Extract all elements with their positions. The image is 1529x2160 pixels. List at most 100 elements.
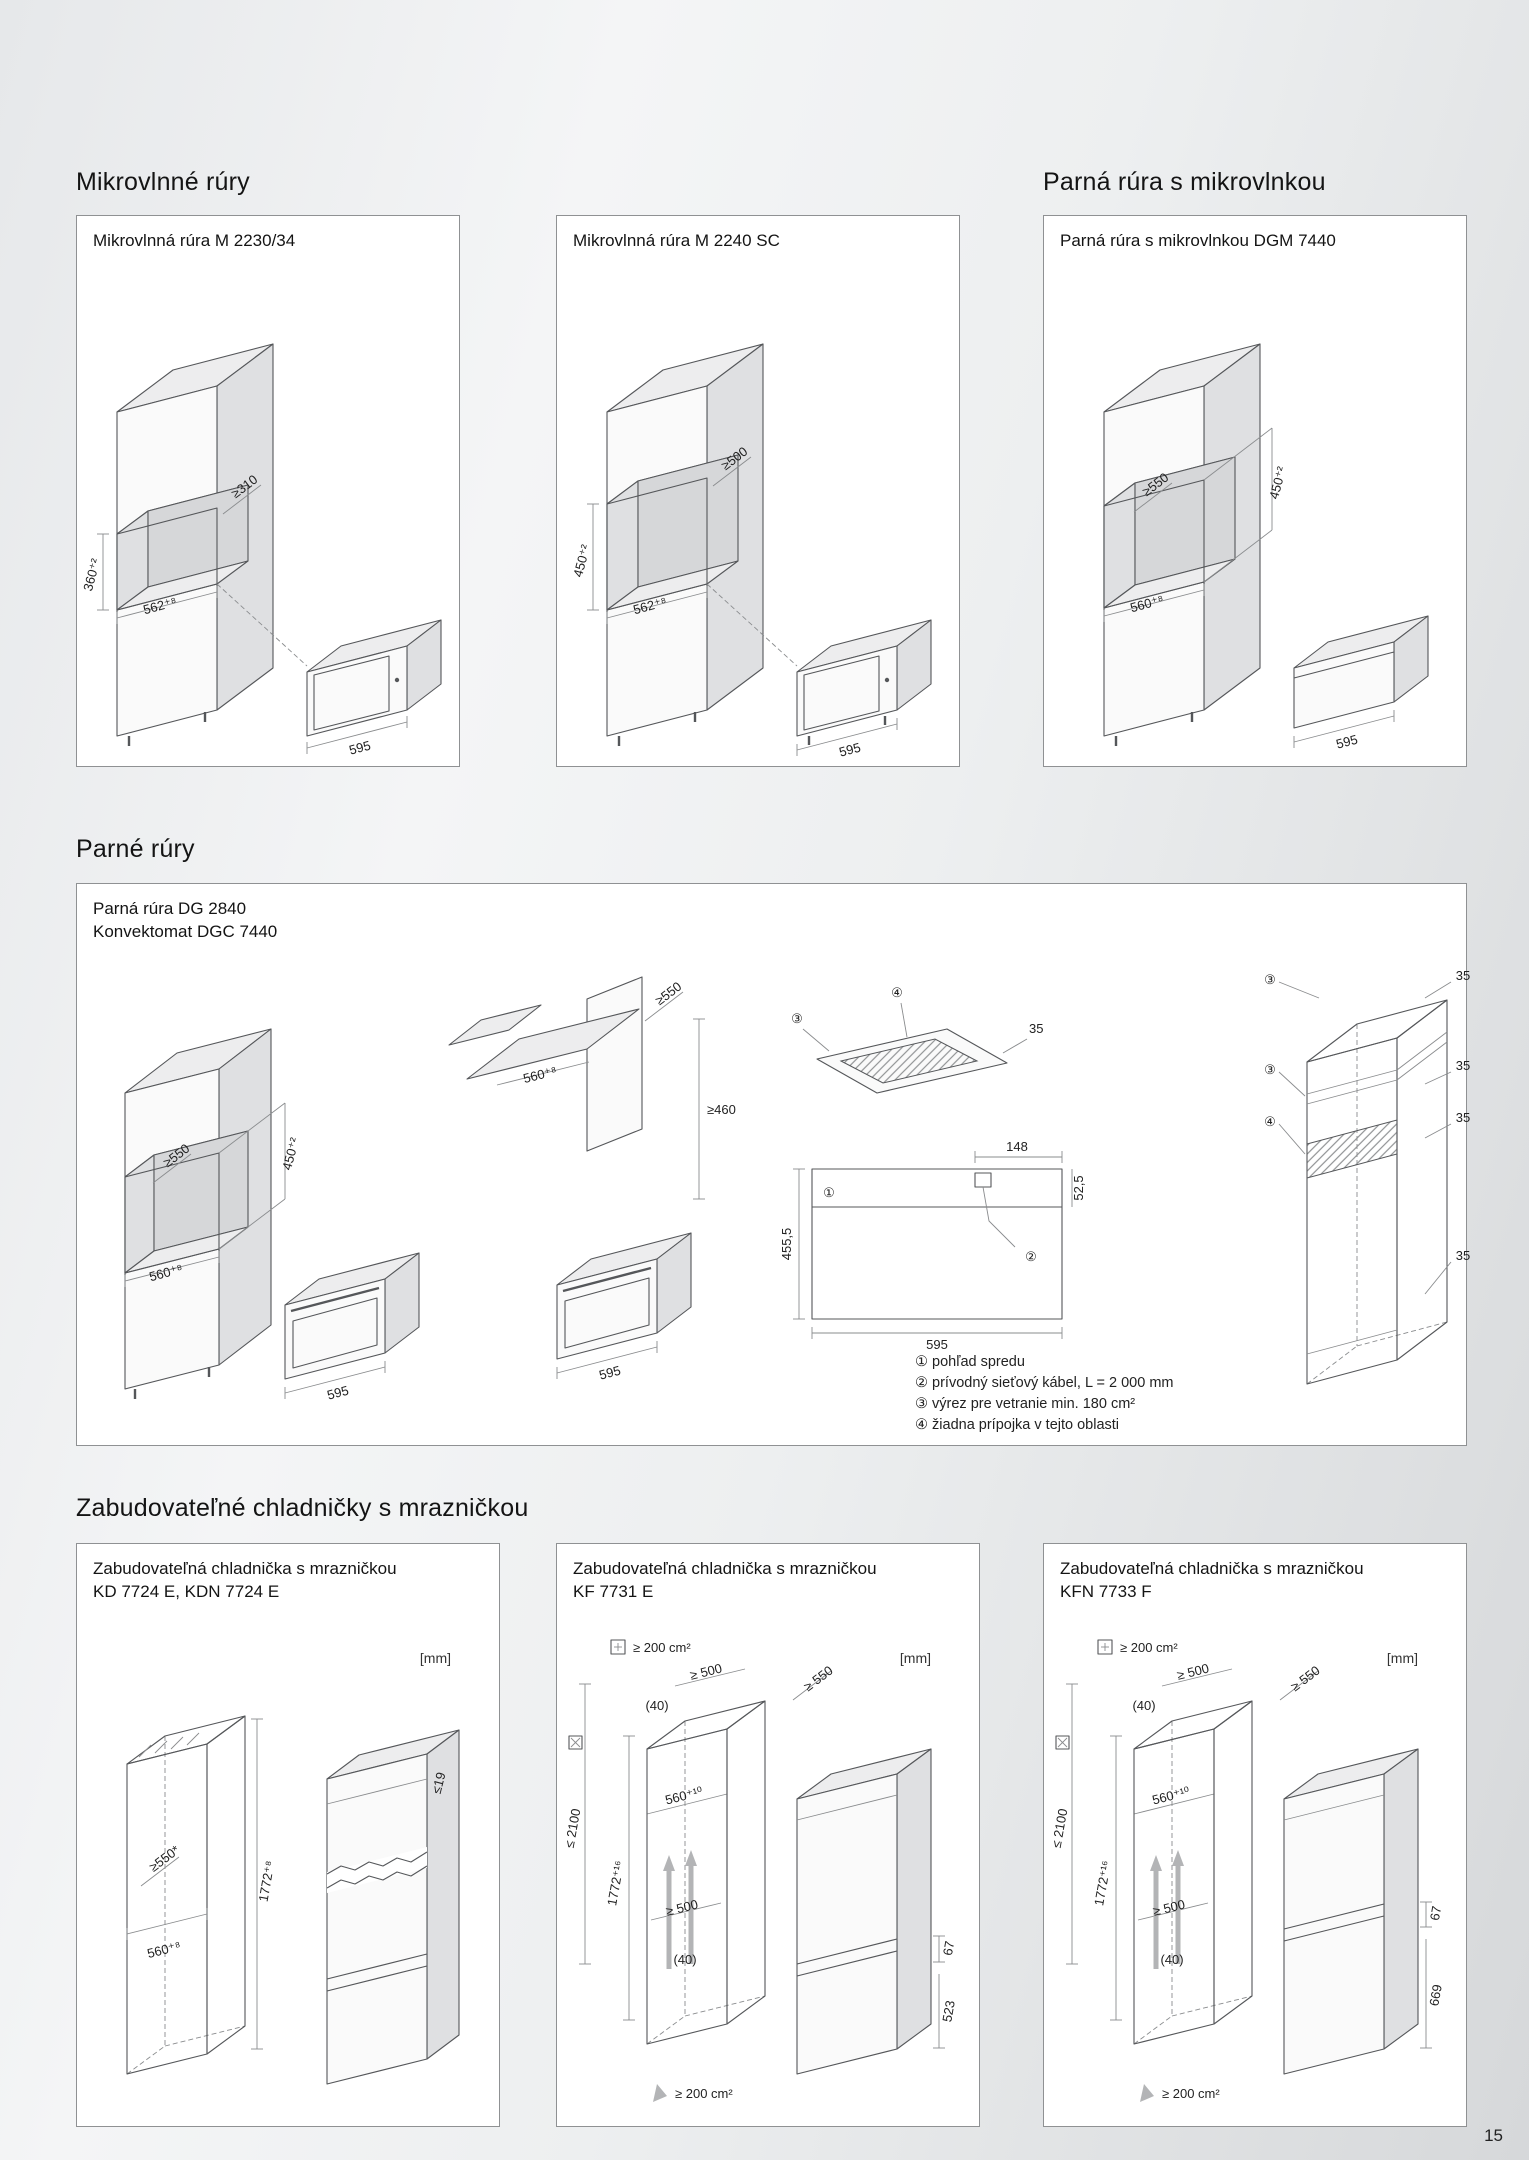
legend-item-3: ③ výrez pre vetranie min. 180 cm² — [915, 1396, 1136, 1412]
dim-label-freezer-height: 669 — [1426, 1983, 1445, 2007]
dim-label-clear-top: ≥ 500 — [1175, 1660, 1210, 1682]
dim-label-depth: ≥ 550 — [801, 1663, 836, 1695]
vent-bottom-arrow — [653, 2084, 667, 2102]
dim-label-depth: ≥ 550 — [1288, 1663, 1323, 1695]
dg2840-side-drawing: ③ ③ ④ 35 35 35 35 — [1264, 968, 1470, 1385]
dim-label-vent-bottom: ≥ 200 cm² — [675, 2086, 733, 2101]
kd7724-drawing: ≥550* 560⁺⁸ 1772⁺⁸ ≤19 — [126, 1715, 460, 2085]
panel-title: Parná rúra DG 2840 Konvektomat DGC 7440 — [77, 884, 1466, 943]
freezer-dimensions — [933, 1935, 945, 2049]
legend-item-4: ④ žiadna prípojka v tejto oblasti — [915, 1417, 1120, 1433]
panel-title: Mikrovlnná rúra M 2230/34 — [93, 231, 296, 250]
dim-label-niche-width: 560⁺¹⁰ — [664, 1784, 705, 1808]
freezer-dimensions — [1420, 1901, 1432, 2049]
vent-bottom-arrow — [1140, 2084, 1154, 2102]
dim-label-front-width: 595 — [597, 1363, 622, 1383]
tall-cabinet — [124, 1028, 272, 1399]
dim-label-35: 35 — [1029, 1021, 1043, 1036]
dimension-lines — [496, 991, 705, 1200]
panel-title: Mikrovlnná rúra M 2240 SC — [573, 231, 780, 250]
steam-microwave-unit — [1293, 615, 1429, 729]
panel-title: Parná rúra s mikrovlnkou DGM 7440 — [1060, 231, 1336, 250]
section-heading-fridges: Zabudovateľné chladničky s mrazničkou — [76, 1494, 529, 1522]
dim-label-height: 1772⁺⁸ — [256, 1860, 278, 1903]
dim-label-vent-bottom: ≥ 200 cm² — [1162, 2086, 1220, 2101]
tall-cabinet — [606, 343, 764, 746]
vent-icons — [1055, 1639, 1113, 1750]
dimension-lines — [1103, 427, 1273, 622]
dg2840-cabinet-drawing: ≥550 450⁺² 560⁺⁸ 595 — [124, 1028, 420, 1403]
dim-label-vent-top: ≥ 200 cm² — [633, 1640, 691, 1655]
front-width-dimension — [796, 718, 898, 756]
legend-item-2: ② prívodný sieťový kábel, L = 2 000 mm — [915, 1375, 1174, 1391]
dimension-lines — [1066, 1668, 1319, 2021]
dimension-lines — [124, 1102, 286, 1287]
dim-label-height-total: ≤ 2100 — [562, 1807, 584, 1849]
panel-kfn7733: Zabudovateľná chladnička s mrazničkou KF… — [1043, 1543, 1467, 2127]
dim-label-width: 560⁺⁸ — [146, 1938, 183, 1961]
marker-2-label: ② — [1025, 1249, 1037, 1264]
dim-label-height: 450⁺² — [1266, 464, 1289, 500]
dim-label-front-width: 595 — [1334, 732, 1359, 752]
section-heading-steam-ovens: Parné rúry — [76, 835, 195, 863]
microwave-unit — [796, 619, 932, 745]
marker-1-label: ① — [823, 1185, 835, 1200]
dim-label-freezer-height: 523 — [939, 1999, 958, 2023]
cabinet-parts — [448, 976, 643, 1152]
dg2840-vent-front-drawing: ④ ③ 35 ① ② 148 52,5 — [779, 985, 1086, 1352]
kf7731-drawing: ≥ 200 cm² ≥ 500 ≥ 550 (40) ≤ 2100 — [562, 1639, 958, 2102]
dim-label-height: 450⁺² — [570, 542, 593, 578]
front-view — [793, 1151, 1073, 1339]
dim-label-gap-top: (40) — [1132, 1698, 1155, 1713]
panel-title-line1: Zabudovateľná chladnička s mrazničkou — [93, 1559, 397, 1578]
dim-label-67: 67 — [1427, 1905, 1444, 1922]
dg2840-buildin-drawing: ≥550 560⁺⁸ ≥460 595 — [448, 976, 736, 1383]
dim-label-52-5: 52,5 — [1071, 1175, 1086, 1200]
tall-cabinet — [116, 343, 274, 746]
fridge-unit — [326, 1729, 460, 2085]
dim-label-niche-height: 1772⁺¹⁶ — [604, 1860, 627, 1907]
fridge-unit — [1283, 1748, 1419, 2075]
panel-kf7731: Zabudovateľná chladnička s mrazničkou KF… — [556, 1543, 980, 2127]
legend-item-1: ① pohľad spredu — [915, 1354, 1025, 1370]
leader-lines — [1278, 981, 1452, 1295]
front-width-dimension — [284, 1361, 386, 1399]
dim-label-height-total: ≤ 2100 — [1049, 1807, 1071, 1849]
dim-label-595: 595 — [926, 1337, 948, 1352]
dim-label-height: 450⁺² — [279, 1135, 302, 1171]
panel-title: Zabudovateľná chladnička s mrazničkou KD… — [77, 1544, 499, 1603]
marker-3b-label: ③ — [1264, 1062, 1276, 1077]
page-number: 15 — [1484, 2126, 1503, 2145]
panel-title-line2: KD 7724 E, KDN 7724 E — [93, 1582, 280, 1601]
panel-dg2840: Parná rúra DG 2840 Konvektomat DGC 7440 — [76, 883, 1470, 1446]
panel-title-line1: Zabudovateľná chladnička s mrazničkou — [1060, 1559, 1364, 1578]
wireframe-cabinet — [1306, 999, 1448, 1385]
tall-cabinet — [1103, 343, 1261, 746]
vent-top-view — [802, 1002, 1028, 1094]
panel-title-line1: Zabudovateľná chladnička s mrazničkou — [573, 1559, 877, 1578]
dim-label-height: 360⁺² — [80, 556, 103, 592]
dim-label-niche-height: 1772⁺¹⁶ — [1091, 1860, 1114, 1907]
front-width-dimension — [306, 716, 408, 754]
dim-label-148: 148 — [1006, 1139, 1028, 1154]
dimension-lines — [97, 484, 308, 667]
steam-oven-unit — [284, 1252, 420, 1380]
dim-label-front-width: 595 — [347, 738, 372, 758]
panel-kd7724: Zabudovateľná chladnička s mrazničkou KD… — [76, 1543, 500, 2127]
niche-column — [126, 1715, 246, 2075]
marker-3-label: ③ — [791, 1011, 803, 1026]
fridge-unit — [796, 1748, 932, 2075]
panel-title: Zabudovateľná chladnička s mrazničkou KF… — [1044, 1544, 1466, 1603]
dim-label-455-5: 455,5 — [779, 1228, 794, 1261]
dimension-lines — [579, 1668, 832, 2021]
dim-label-gap-bottom: (40) — [673, 1952, 696, 1967]
dim-label-front-width: 595 — [325, 1383, 350, 1403]
dim-label-35b: 35 — [1456, 1058, 1470, 1073]
dim-label-gap-top: (40) — [645, 1698, 668, 1713]
dim-label-front-width: 595 — [837, 740, 862, 760]
dim-label-gap-bottom: (40) — [1160, 1952, 1183, 1967]
dgm7440-drawing: ≥550 450⁺² 560⁺⁸ 595 — [1103, 343, 1429, 752]
dimension-lines — [587, 456, 798, 667]
niche-column — [1133, 1700, 1253, 2045]
panel-title-line2: KF 7731 E — [573, 1582, 654, 1601]
